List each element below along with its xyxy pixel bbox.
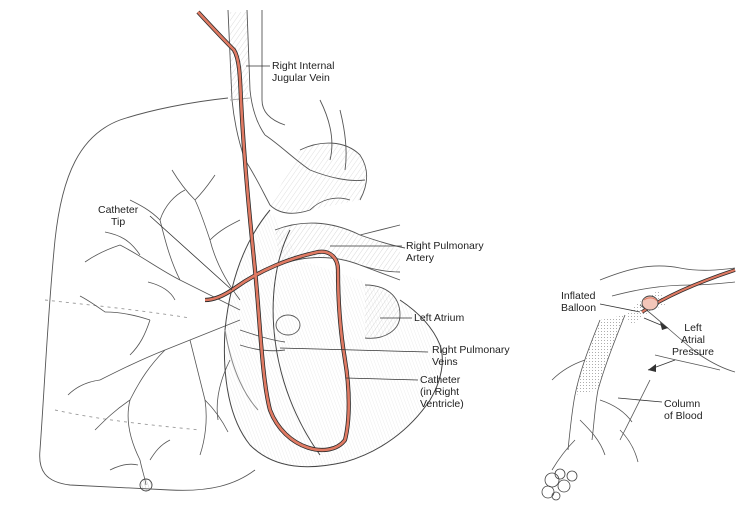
label-left-atrium: Left Atrium [414,312,464,324]
label-line: of Blood [664,410,703,422]
label-catheter-in-right-ventricle: Catheter (in Right Ventricle) [420,374,464,410]
label-inflated-balloon: Inflated Balloon [561,290,596,314]
label-line: Balloon [561,302,597,314]
label-line: Atrial [681,334,705,346]
label-right-internal-jugular-vein: Right Internal Jugular Vein [272,60,334,84]
label-right-pulmonary-veins: Right Pulmonary Veins [432,344,510,368]
label-line: Right Internal [272,60,335,72]
label-line: Inflated [561,290,596,302]
label-line: Ventricle) [420,398,464,410]
label-right-pulmonary-artery: Right Pulmonary Artery [406,240,484,264]
label-line: Catheter [98,204,139,216]
label-line: (in Right [420,386,460,398]
bronchial-tree [67,169,241,486]
label-line: Right Pulmonary [432,344,510,356]
inflated-balloon [641,295,659,311]
label-line: Catheter [420,374,461,386]
alveoli-cluster [541,468,578,501]
label-column-of-blood: Column of Blood [664,398,703,422]
right-lung [39,97,256,491]
label-line: Right Pulmonary [406,240,484,252]
catheter [196,10,351,453]
label-line: Artery [406,252,435,264]
label-line: Veins [432,356,458,368]
left-leader-lines [149,65,429,381]
label-line: Left [684,322,702,334]
label-line: Column [664,398,701,410]
label-left-atrial-pressure: Left Atrial Pressure [672,322,714,358]
label-line: Tip [111,216,126,228]
label-line: Pressure [672,346,715,358]
label-catheter-tip: Catheter Tip [98,204,138,228]
label-line: Left Atrium [414,312,465,324]
catheter-tip-wedge [139,478,153,492]
label-line: Jugular Vein [272,72,330,84]
